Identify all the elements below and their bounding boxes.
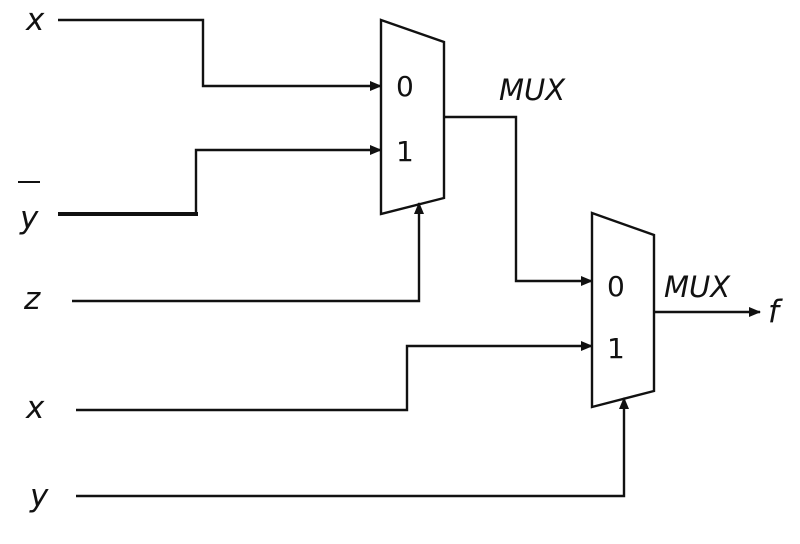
input-label-z: z — [23, 281, 41, 317]
mux2-body — [590, 211, 656, 409]
wire-x-to-mux2-in1 — [76, 341, 593, 412]
wire-x-to-mux1-in0 — [58, 18, 382, 91]
mux2-input0-label: 0 — [607, 270, 625, 303]
mux1-title: MUX — [499, 73, 566, 107]
mux2-input1-label: 1 — [607, 332, 625, 365]
mux1-input1-label: 1 — [396, 135, 414, 168]
wire-y-to-mux2-select — [76, 397, 629, 498]
wire-z-to-mux1-select — [72, 202, 424, 303]
input-label-y: y — [29, 478, 49, 514]
input-label-y-bar: y — [19, 200, 39, 236]
input-label-x-top: x — [25, 2, 45, 38]
output-label-f: f — [768, 294, 783, 330]
wire-ybar-to-mux1-in1 — [194, 145, 382, 214]
input-label-x-bottom: x — [25, 390, 45, 426]
mux1-input0-label: 0 — [396, 70, 414, 103]
mux1-body — [379, 18, 446, 216]
mux2-title: MUX — [664, 270, 731, 304]
wire-mux1-out-to-mux2-in0 — [444, 115, 593, 286]
